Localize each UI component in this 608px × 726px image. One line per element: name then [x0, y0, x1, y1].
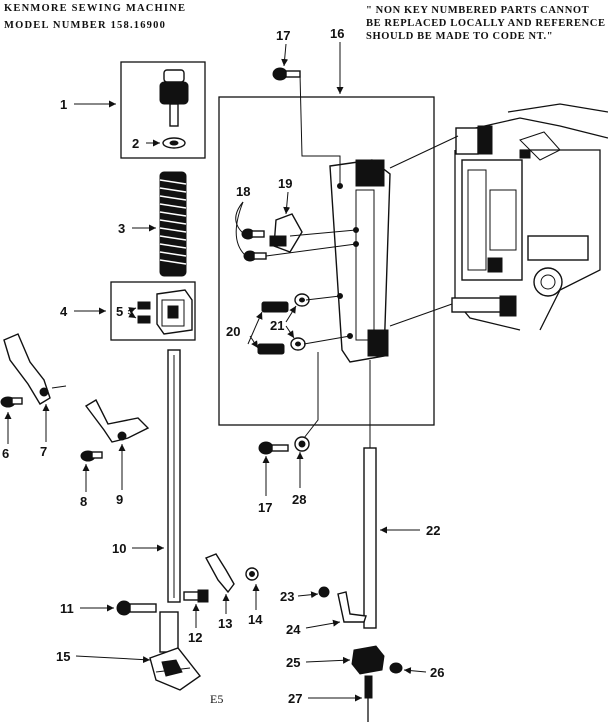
- part-27-needle: [364, 675, 373, 722]
- part-17-screw-top: [272, 67, 301, 81]
- part-14-nut: [245, 567, 259, 581]
- callout-13: 13: [218, 616, 232, 631]
- part-18-screws: [241, 228, 267, 262]
- callout-3: 3: [118, 221, 125, 236]
- part-8-screw: [80, 450, 103, 462]
- callout-2: 2: [132, 136, 139, 151]
- callout-20: 20: [226, 324, 240, 339]
- callout-12: 12: [188, 630, 202, 645]
- part-6-screw: [0, 396, 23, 408]
- callout-4: 4: [60, 304, 68, 319]
- part-3-spring: [159, 171, 187, 277]
- part-28-washer: [294, 436, 310, 452]
- callout-28: 28: [292, 492, 306, 507]
- callout-11: 11: [60, 601, 74, 616]
- part-24-thread-guide: [337, 591, 367, 623]
- note-line3: SHOULD BE MADE TO CODE NT.": [366, 31, 554, 42]
- part-19-guide: [269, 213, 303, 253]
- callout-25: 25: [286, 655, 300, 670]
- parts-note: " NON KEY NUMBERED PARTS CANNOT BE REPLA…: [366, 4, 606, 43]
- part-22-needle-bar: [363, 447, 377, 629]
- part-9-lever: [84, 399, 150, 443]
- header-title-line1: KENMORE SEWING MACHINE: [4, 3, 187, 14]
- box-part-16-assembly: [218, 96, 435, 426]
- part-12-pin: [183, 589, 209, 603]
- callout-14: 14: [248, 612, 263, 627]
- callout-numbers: 1 2 3 4 5 6 7 8 9 10 11 12 13 14 15 16 1…: [2, 26, 444, 706]
- part-7-lifter-lever: [3, 333, 67, 405]
- leader-lines: [4, 42, 427, 702]
- callout-23: 23: [280, 589, 294, 604]
- note-line2: BE REPLACED LOCALLY AND REFERENCE: [366, 18, 606, 29]
- callout-19: 19: [278, 176, 292, 191]
- part-16-needle-bar-frame: [329, 159, 391, 363]
- callout-16: 16: [330, 26, 344, 41]
- callout-17-bottom: 17: [258, 500, 272, 515]
- part-2-washer: [162, 137, 186, 149]
- callout-22: 22: [426, 523, 440, 538]
- callout-7: 7: [40, 444, 47, 459]
- callout-27: 27: [288, 691, 302, 706]
- callout-5: 5: [116, 304, 123, 319]
- header-title-line2: MODEL NUMBER 158.16900: [4, 20, 167, 31]
- callout-9: 9: [116, 492, 123, 507]
- part-1-screw: [159, 69, 189, 127]
- callout-18: 18: [236, 184, 250, 199]
- part-23-screw: [318, 586, 330, 598]
- callout-26: 26: [430, 665, 444, 680]
- part-20-screws: [257, 301, 289, 355]
- callout-24: 24: [286, 622, 301, 637]
- callout-1: 1: [60, 97, 67, 112]
- callout-8: 8: [80, 494, 87, 509]
- part-25-needle-clamp: [351, 645, 385, 675]
- callout-10: 10: [112, 541, 126, 556]
- note-line1: " NON KEY NUMBERED PARTS CANNOT: [366, 5, 590, 16]
- part-13-lever: [205, 553, 235, 594]
- part-11-screw: [116, 600, 157, 616]
- callout-15: 15: [56, 649, 70, 664]
- part-21-washers: [290, 293, 310, 351]
- box-parts-4-5: [110, 281, 196, 341]
- callout-6: 6: [2, 446, 9, 461]
- part-5-set-screws: [137, 301, 151, 324]
- part-4-clamp: [156, 289, 193, 335]
- part-15-presser-foot: [149, 611, 202, 691]
- box-parts-1-2: [120, 61, 206, 159]
- page-number: E5: [210, 692, 223, 706]
- callout-17-top: 17: [276, 28, 290, 43]
- callout-21: 21: [270, 318, 284, 333]
- machine-head-illustration: [451, 103, 608, 331]
- part-17-screw-bottom: [258, 441, 289, 455]
- part-26-screw: [389, 662, 403, 674]
